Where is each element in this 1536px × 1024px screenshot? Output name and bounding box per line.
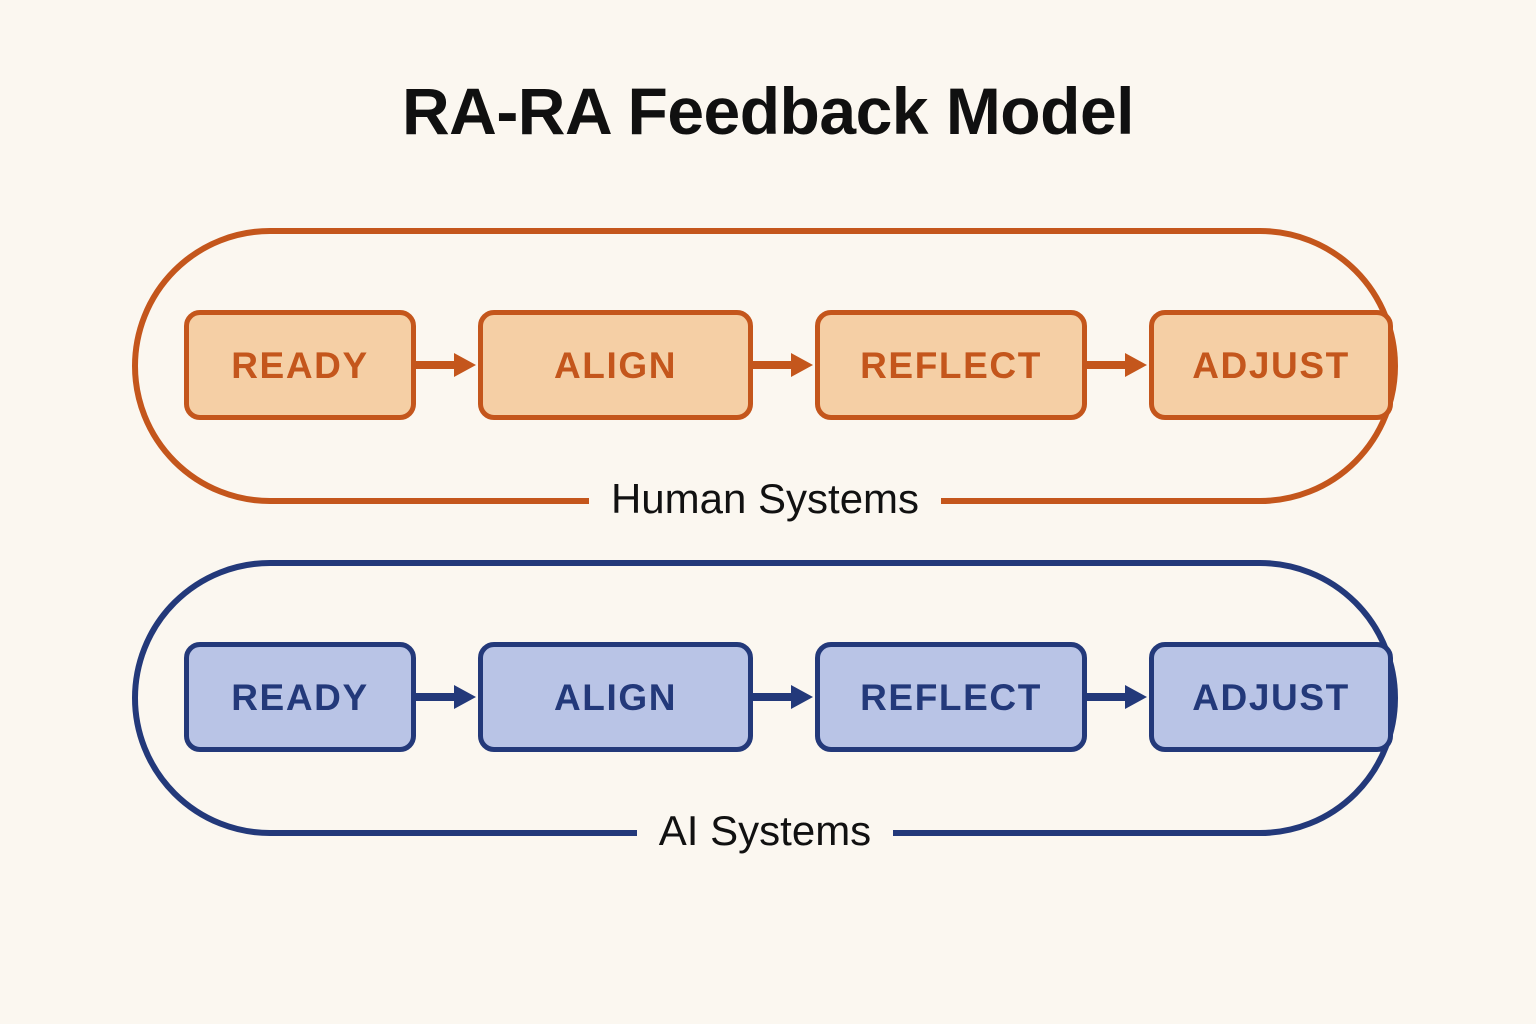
caption-text: Human Systems [588,475,942,522]
ai-systems-caption: AI Systems [132,807,1398,854]
arrow-reflect-to-adjust-icon [1087,348,1149,382]
arrow-ready-to-align-icon [416,680,478,714]
stage-adjust[interactable]: ADJUST [1149,310,1393,420]
stage-reflect[interactable]: REFLECT [815,310,1087,420]
arrow-align-to-reflect-icon [753,680,815,714]
human-systems-caption: Human Systems [132,475,1398,522]
stage-label: REFLECT [860,344,1042,386]
stage-reflect[interactable]: REFLECT [815,642,1087,752]
human-systems-stage-list: READY ALIGN REFLECT [184,302,1393,428]
stage-label: ALIGN [553,676,678,718]
caption-text: AI Systems [636,807,894,854]
ai-systems-group: READY ALIGN REFLECT [132,560,1398,854]
stage-label: REFLECT [860,676,1042,718]
arrow-align-to-reflect-icon [753,348,815,382]
stage-label: ALIGN [553,344,678,386]
stage-ready[interactable]: READY [184,310,416,420]
stage-label: ADJUST [1192,676,1350,718]
stage-label: ADJUST [1192,344,1350,386]
ai-systems-stage-list: READY ALIGN REFLECT [184,634,1393,760]
human-systems-group: READY ALIGN REFLECT [132,228,1398,522]
arrow-ready-to-align-icon [416,348,478,382]
stage-align[interactable]: ALIGN [478,310,753,420]
stage-adjust[interactable]: ADJUST [1149,642,1393,752]
stage-ready[interactable]: READY [184,642,416,752]
stage-label: READY [231,676,369,718]
arrow-reflect-to-adjust-icon [1087,680,1149,714]
page-title: RA-RA Feedback Model [402,74,1134,148]
stage-label: READY [231,344,369,386]
stage-align[interactable]: ALIGN [478,642,753,752]
